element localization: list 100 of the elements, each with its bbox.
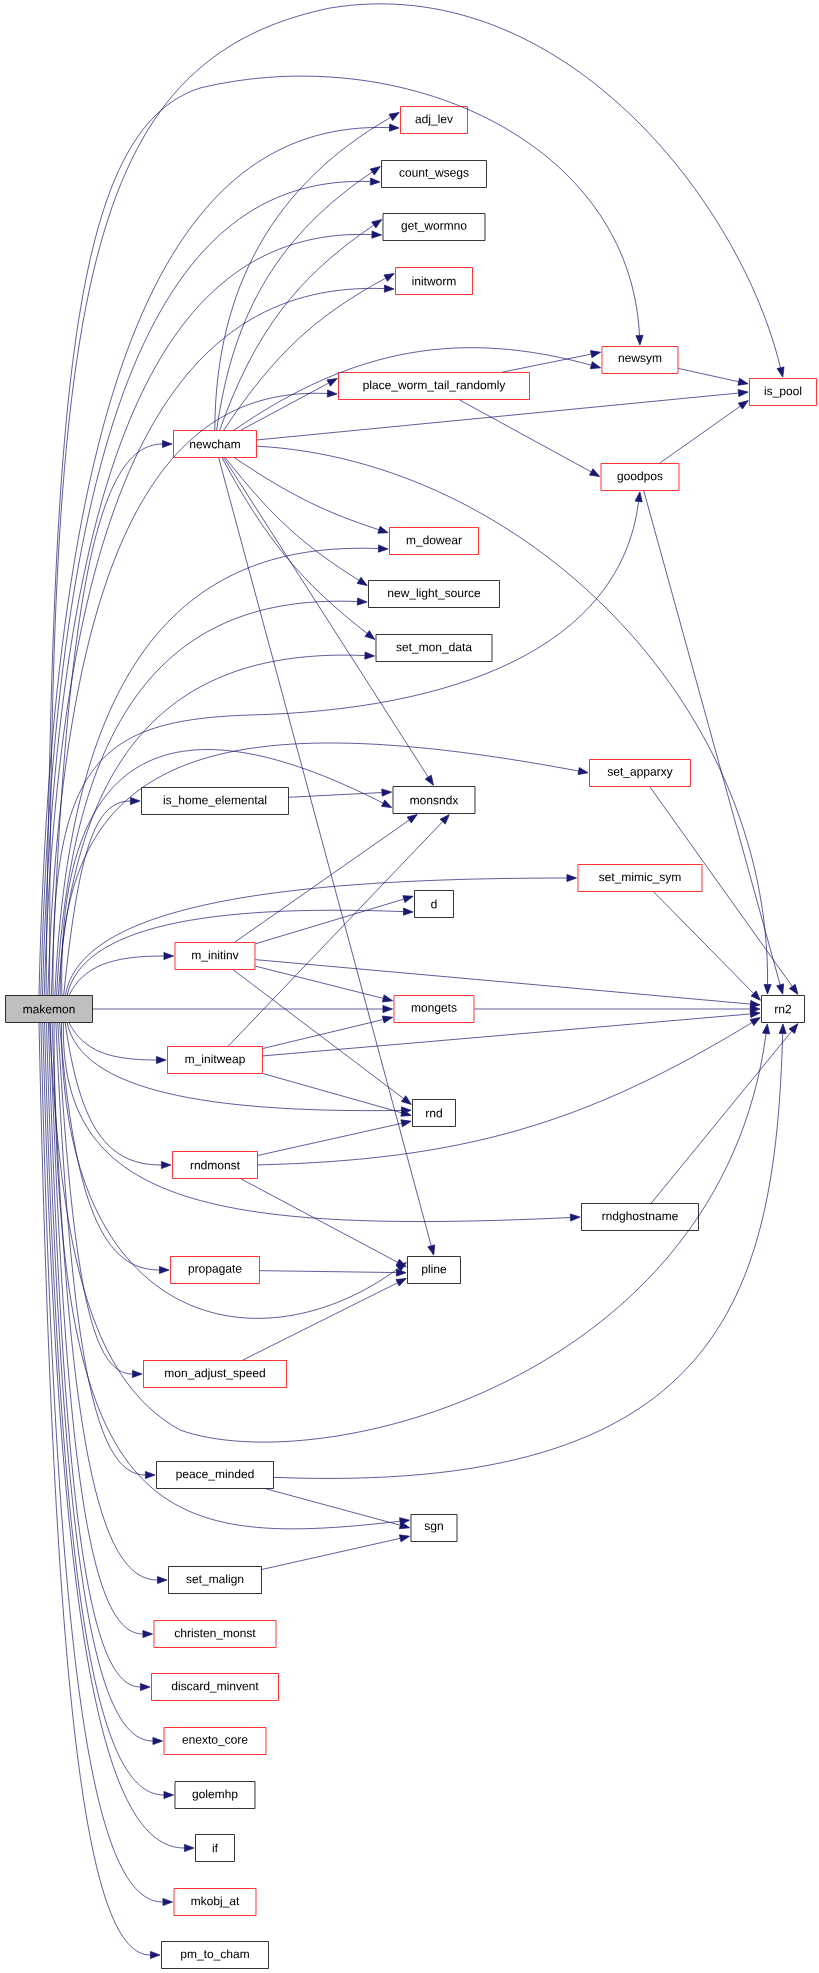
arrow — [66, 1022, 412, 1115]
arrow — [255, 965, 393, 1003]
arrow — [474, 1005, 761, 1013]
arrow — [659, 400, 749, 464]
arrow — [55, 1022, 156, 1479]
arrow — [51, 1022, 168, 1584]
arrow — [261, 1534, 410, 1570]
function-box: count_wsegs — [381, 160, 487, 188]
arrow — [61, 1022, 407, 1319]
arrow — [44, 1022, 174, 1799]
arrow — [42, 1022, 195, 1852]
arrow — [678, 368, 749, 386]
function-box: initworm — [395, 267, 473, 295]
function-box: m_initweap — [167, 1046, 263, 1074]
function-box: adj_lev — [400, 106, 468, 134]
function-box: goodpos — [600, 463, 680, 491]
arrow — [233, 347, 601, 431]
arrow — [234, 457, 389, 534]
function-box: sgn — [410, 1514, 458, 1542]
arrow — [262, 1015, 393, 1049]
arrow — [459, 399, 601, 477]
arrow — [256, 389, 749, 441]
arrow — [63, 1022, 581, 1222]
arrow — [65, 874, 577, 996]
function-box: newcham — [173, 430, 257, 458]
function-box: mkobj_at — [173, 1888, 257, 1916]
function-box: mon_adjust_speed — [143, 1360, 287, 1388]
arrow — [255, 895, 414, 945]
arrow — [649, 786, 799, 995]
function-box: discard_minvent — [151, 1673, 279, 1701]
function-box: rndmonst — [172, 1151, 258, 1179]
function-box: if — [195, 1834, 235, 1862]
arrow — [257, 1119, 412, 1156]
arrow — [61, 750, 393, 996]
function-box: set_mimic_sym — [577, 864, 703, 892]
function-box: makemon — [5, 995, 93, 1023]
arrow — [650, 1023, 799, 1204]
function-box: m_dowear — [389, 527, 479, 555]
arrow — [58, 651, 375, 996]
arrow — [92, 1005, 393, 1013]
arrow — [273, 1023, 787, 1478]
arrow — [49, 3, 785, 996]
function-box: golemhp — [174, 1781, 256, 1809]
function-box: monsndx — [392, 786, 476, 814]
function-box: pline — [407, 1256, 461, 1284]
arrow — [262, 1073, 412, 1117]
arrow — [52, 491, 643, 996]
function-box: get_wormno — [382, 213, 486, 241]
arrow — [653, 891, 761, 1001]
function-box: is_home_elemental — [141, 787, 289, 815]
arrow — [234, 814, 418, 943]
function-box: new_light_source — [368, 580, 500, 608]
arrow — [64, 1022, 172, 1169]
arrow — [66, 907, 414, 996]
function-box: d — [414, 890, 454, 918]
arrow — [221, 457, 376, 640]
arrow — [51, 440, 173, 996]
function-box: enexto_core — [163, 1727, 267, 1755]
arrow — [63, 797, 141, 996]
function-box: rn2 — [761, 995, 805, 1023]
arrow — [262, 1010, 761, 1057]
function-box: place_worm_tail_randomly — [338, 372, 530, 400]
arrow — [223, 273, 395, 431]
arrow — [216, 166, 381, 431]
function-box: pm_to_cham — [161, 1941, 269, 1969]
function-box: peace_minded — [156, 1461, 274, 1489]
arrow — [225, 457, 368, 586]
arrow — [502, 350, 601, 373]
arrow — [46, 1022, 163, 1745]
arrow — [47, 389, 338, 996]
function-box: is_pool — [749, 378, 817, 406]
function-box: set_mon_data — [375, 634, 493, 662]
function-box: rnd — [412, 1099, 456, 1127]
arrow — [53, 1022, 410, 1530]
arrow — [240, 1178, 407, 1268]
arrow — [54, 544, 389, 996]
arrow — [68, 952, 174, 996]
arrow — [59, 1022, 170, 1274]
arrow — [257, 1017, 761, 1166]
arrow — [256, 445, 772, 995]
arrow — [40, 1022, 173, 1906]
function-box: rndghostname — [581, 1203, 699, 1231]
arrow — [233, 969, 412, 1105]
arrow — [227, 814, 450, 1047]
arrow — [643, 490, 784, 995]
arrow — [45, 75, 644, 996]
arrow — [218, 457, 436, 1256]
function-box: newsym — [601, 346, 679, 374]
arrow — [223, 457, 434, 786]
arrow — [288, 788, 392, 798]
arrow — [242, 1278, 407, 1361]
arrow — [56, 597, 368, 996]
function-box: propagate — [170, 1256, 260, 1284]
arrow — [219, 219, 383, 431]
function-box: set_apparxy — [589, 759, 691, 787]
function-box: mongets — [393, 995, 475, 1023]
arrow — [265, 1488, 410, 1530]
arrow — [240, 378, 338, 431]
arrow — [259, 1268, 407, 1277]
arrow — [68, 1022, 167, 1064]
